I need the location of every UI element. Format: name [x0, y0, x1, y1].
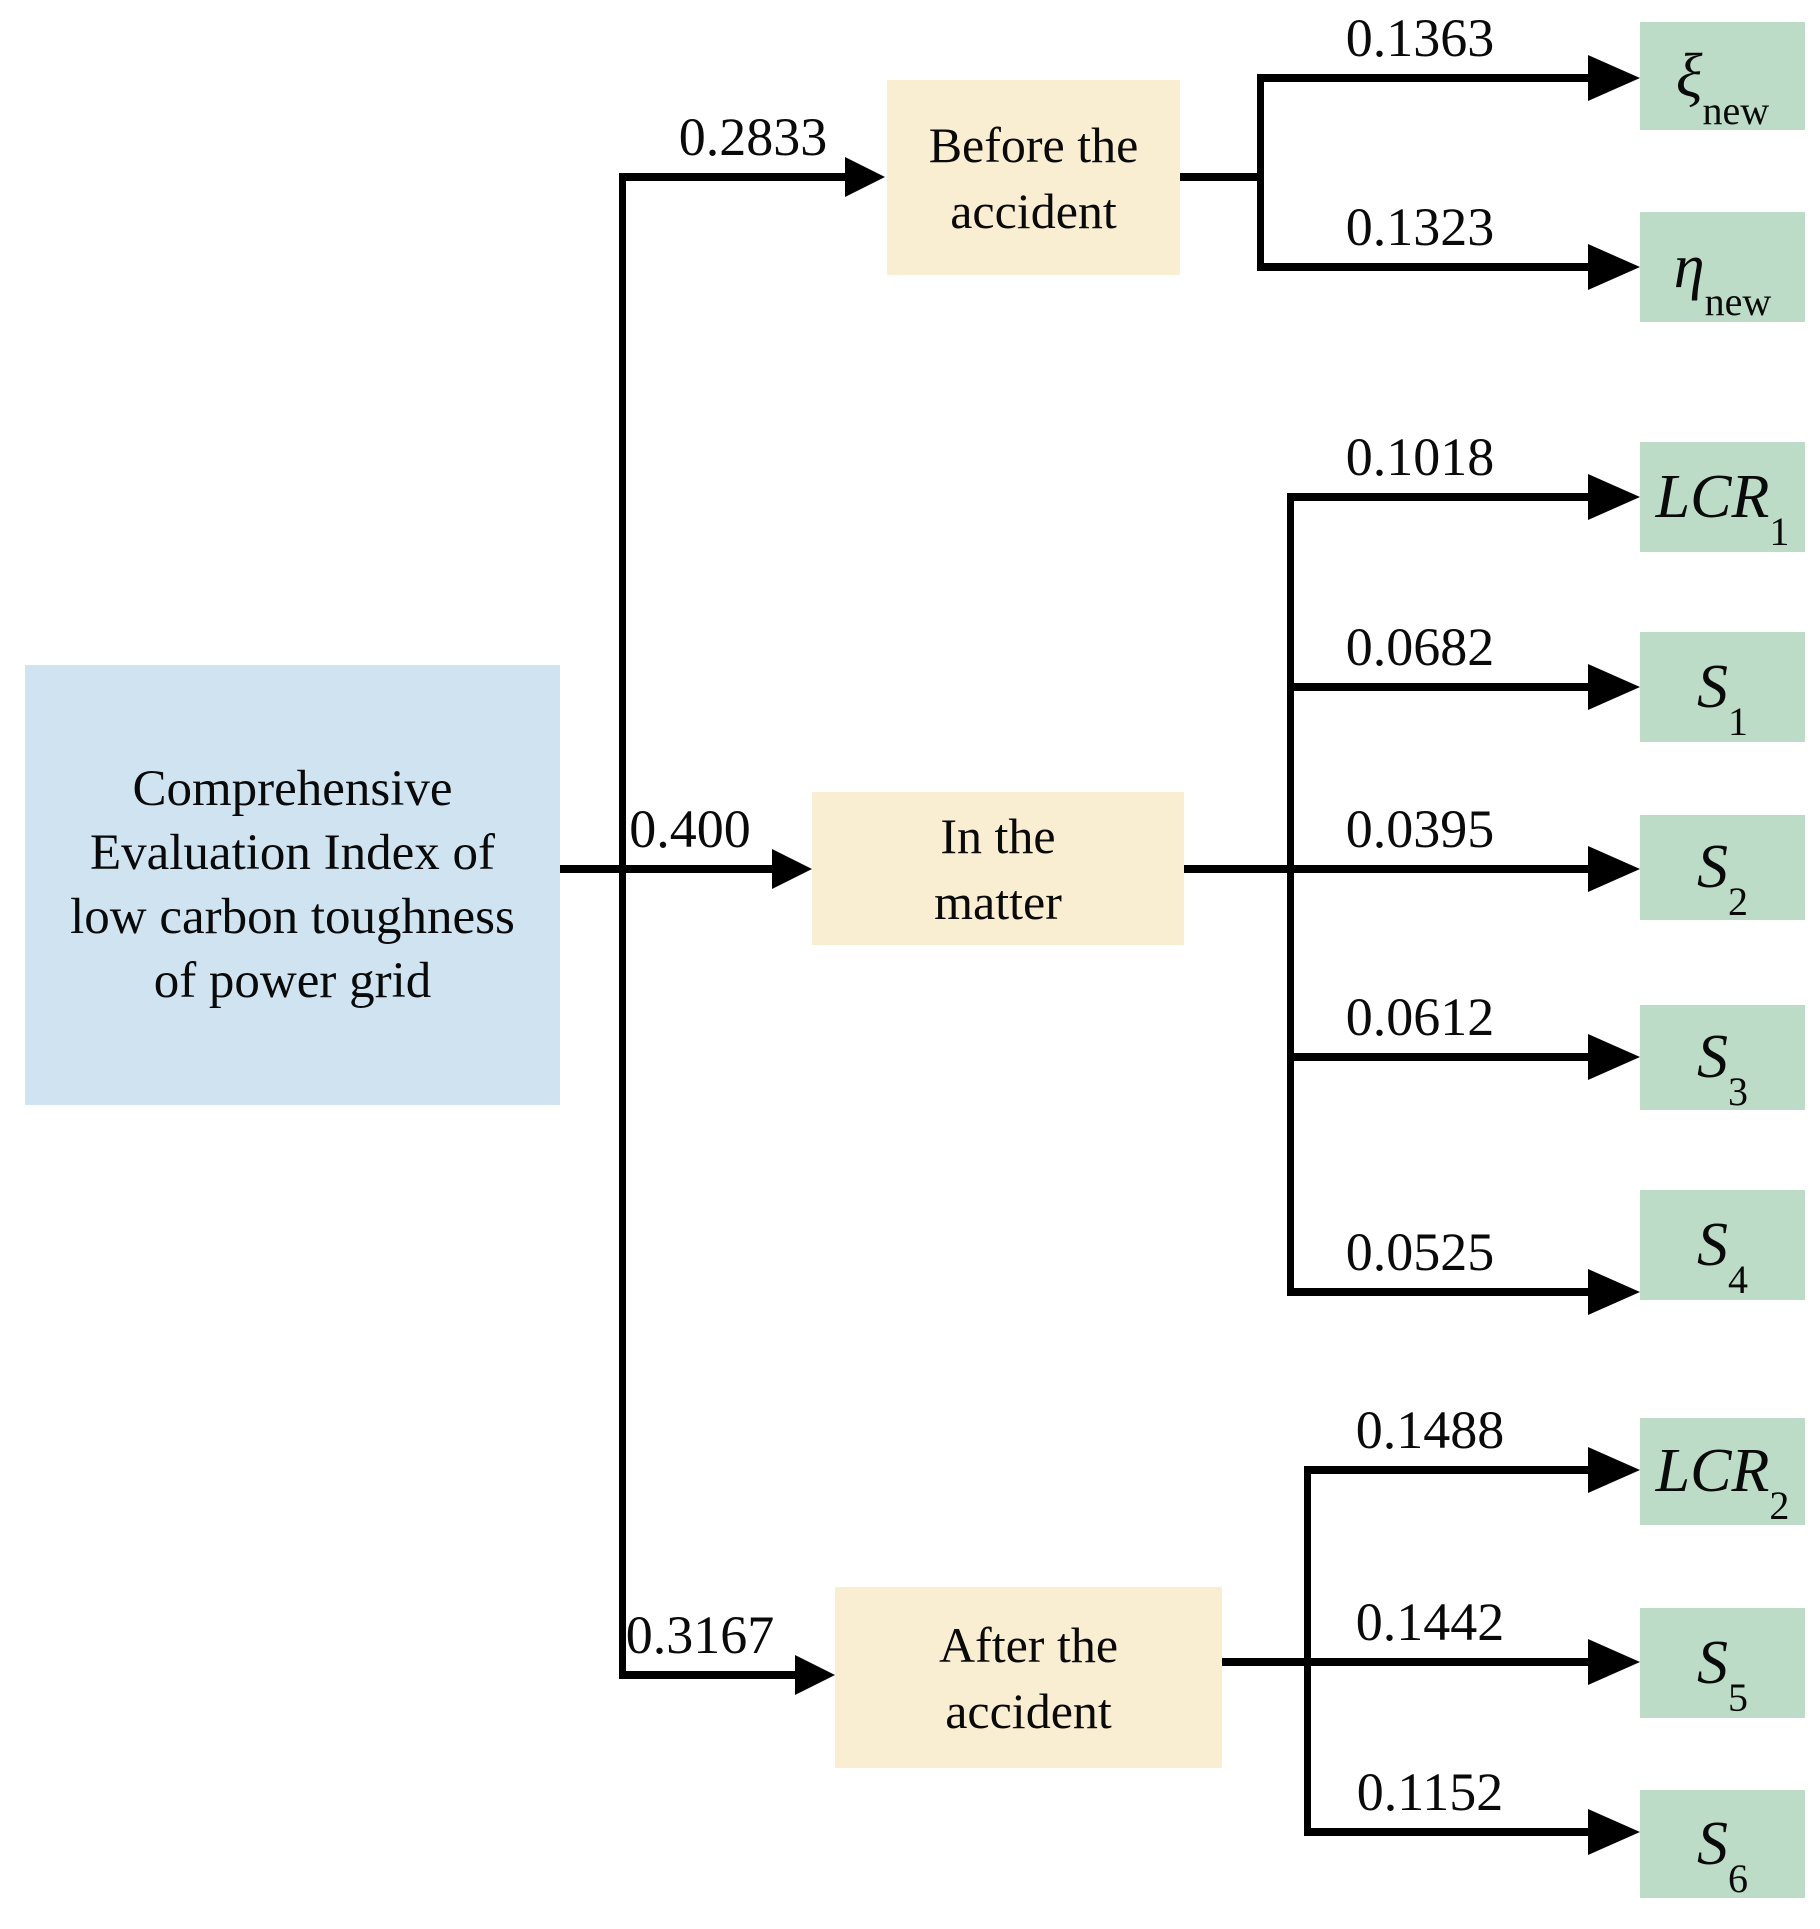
arrow-head — [1588, 1269, 1640, 1315]
leaf-symbol: S — [1697, 1809, 1728, 1878]
leaf-weight-s3: 0.0612 — [1345, 987, 1495, 1047]
arrow-head — [1588, 1639, 1640, 1685]
root-label-line: Comprehensive — [132, 760, 453, 817]
arrow-head — [1588, 1034, 1640, 1080]
node-after-accident: After the accident — [835, 1587, 1222, 1768]
leaf-subscript: 2 — [1769, 1483, 1790, 1528]
node-label-line: In the — [940, 807, 1056, 864]
leaf-weight-s1: 0.0682 — [1345, 617, 1495, 677]
feed-line-matter — [1184, 865, 1294, 873]
leaf-symbol: S — [1697, 1023, 1728, 1091]
leaf-line-s3 — [1287, 1053, 1588, 1061]
leaf-line-eta-new — [1257, 263, 1588, 271]
leaf-weight-s6: 0.1152 — [1356, 1762, 1504, 1822]
branch-line-after — [622, 1671, 795, 1679]
node-label-line: accident — [945, 1682, 1112, 1739]
leaf-weight-s4: 0.0525 — [1345, 1222, 1495, 1282]
arrow-head — [795, 1655, 835, 1695]
feed-line-before — [1180, 173, 1264, 181]
leaf-symbol: S — [1697, 833, 1728, 901]
leaf-line-s1 — [1287, 683, 1588, 691]
leaf-symbol: η — [1673, 232, 1705, 301]
node-in-the-matter: In the matter — [812, 792, 1184, 945]
branch-line-before — [622, 173, 845, 181]
arrow-head — [772, 849, 812, 889]
arrow-head — [1588, 474, 1640, 520]
leaf-subscript: 5 — [1728, 1674, 1748, 1720]
leaf-line-xi-new — [1257, 74, 1588, 82]
branch-weight-after: 0.3167 — [625, 1605, 775, 1665]
leaf-line-s4 — [1287, 1288, 1588, 1296]
branch-vertical-before — [1257, 74, 1264, 271]
leaf-line-lcr1 — [1287, 493, 1588, 501]
node-label-line: After the — [938, 1616, 1119, 1673]
leaf-weight-s5: 0.1442 — [1355, 1592, 1505, 1652]
leaf-line-lcr2 — [1304, 1466, 1588, 1474]
leaf-weight-eta-new: 0.1323 — [1345, 197, 1495, 257]
arrow-head — [1588, 1809, 1640, 1855]
arrow-head — [1588, 664, 1640, 710]
leaf-subscript: 1 — [1769, 508, 1790, 554]
feed-line-after — [1222, 1658, 1311, 1666]
leaf-subscript: 2 — [1728, 879, 1748, 924]
leaf-line-s2 — [1287, 865, 1588, 873]
node-label-line: Before the — [928, 116, 1139, 173]
leaf-subscript: 3 — [1728, 1069, 1748, 1114]
leaf-symbol: S — [1697, 1210, 1728, 1279]
branch-weight-matter: 0.400 — [629, 799, 751, 859]
node-label-line: accident — [950, 182, 1117, 239]
leaf-line-s6 — [1304, 1828, 1588, 1836]
node-label-line: matter — [934, 873, 1062, 930]
arrow-head — [1588, 55, 1640, 101]
trunk-line — [619, 173, 626, 1679]
root-node: Comprehensive Evaluation Index of low ca… — [25, 665, 560, 1105]
leaf-symbol: LCR — [1655, 1437, 1770, 1505]
arrow-head — [1588, 244, 1640, 290]
leaf-subscript: 6 — [1728, 1855, 1748, 1901]
leaf-subscript: new — [1704, 278, 1772, 324]
leaf-symbol: S — [1697, 652, 1728, 721]
leaf-line-s5 — [1304, 1658, 1588, 1666]
branch-line-matter — [560, 865, 772, 873]
node-before-accident: Before the accident — [887, 80, 1180, 275]
leaf-weight-lcr1: 0.1018 — [1345, 427, 1495, 487]
leaf-subscript: 1 — [1728, 698, 1748, 744]
root-label-line: of power grid — [153, 953, 432, 1010]
branch-vertical-after — [1304, 1466, 1311, 1836]
leaf-weight-xi-new: 0.1363 — [1345, 8, 1495, 68]
arrow-head — [1588, 1447, 1640, 1493]
leaf-symbol: LCR — [1655, 462, 1770, 531]
leaf-weight-lcr2: 0.1488 — [1355, 1400, 1505, 1460]
leaf-subscript: new — [1702, 87, 1770, 133]
leaf-weight-s2: 0.0395 — [1345, 799, 1495, 859]
branch-weight-before: 0.2833 — [678, 107, 828, 167]
arrow-head — [1588, 846, 1640, 892]
leaf-subscript: 4 — [1728, 1256, 1748, 1302]
arrow-head — [845, 157, 885, 197]
branch-vertical-matter — [1287, 493, 1294, 1296]
root-label-line: low carbon toughness — [70, 889, 515, 945]
leaf-symbol: S — [1697, 1628, 1728, 1697]
leaf-symbol: ξ — [1675, 41, 1703, 110]
root-label-line: Evaluation Index of — [89, 824, 496, 881]
